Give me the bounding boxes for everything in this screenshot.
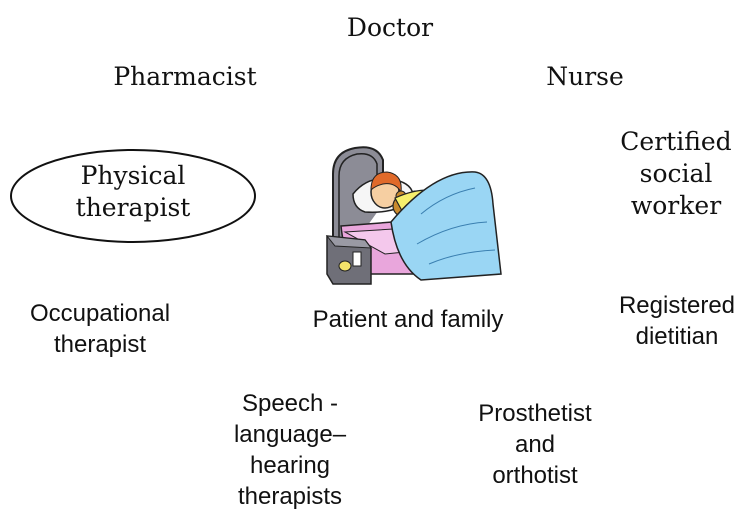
patient-in-bed-illustration <box>325 146 502 285</box>
role-certified-social-worker: Certified social worker <box>620 127 732 220</box>
center-label: Patient and family <box>312 306 504 333</box>
role-occupational-therapist: Occupational therapist <box>29 300 171 358</box>
role-pharmacist: Pharmacist <box>113 62 257 91</box>
role-speech-language-hearing-therapists: Speech - language– hearing therapists <box>233 390 347 510</box>
role-prosthetist-orthotist: Prosthetist and orthotist <box>478 400 592 489</box>
role-nurse: Nurse <box>546 62 624 91</box>
role-registered-dietitian: Registered dietitian <box>618 292 736 350</box>
role-doctor: Doctor <box>346 13 434 42</box>
role-physical-therapist: Physical therapist <box>75 161 191 222</box>
